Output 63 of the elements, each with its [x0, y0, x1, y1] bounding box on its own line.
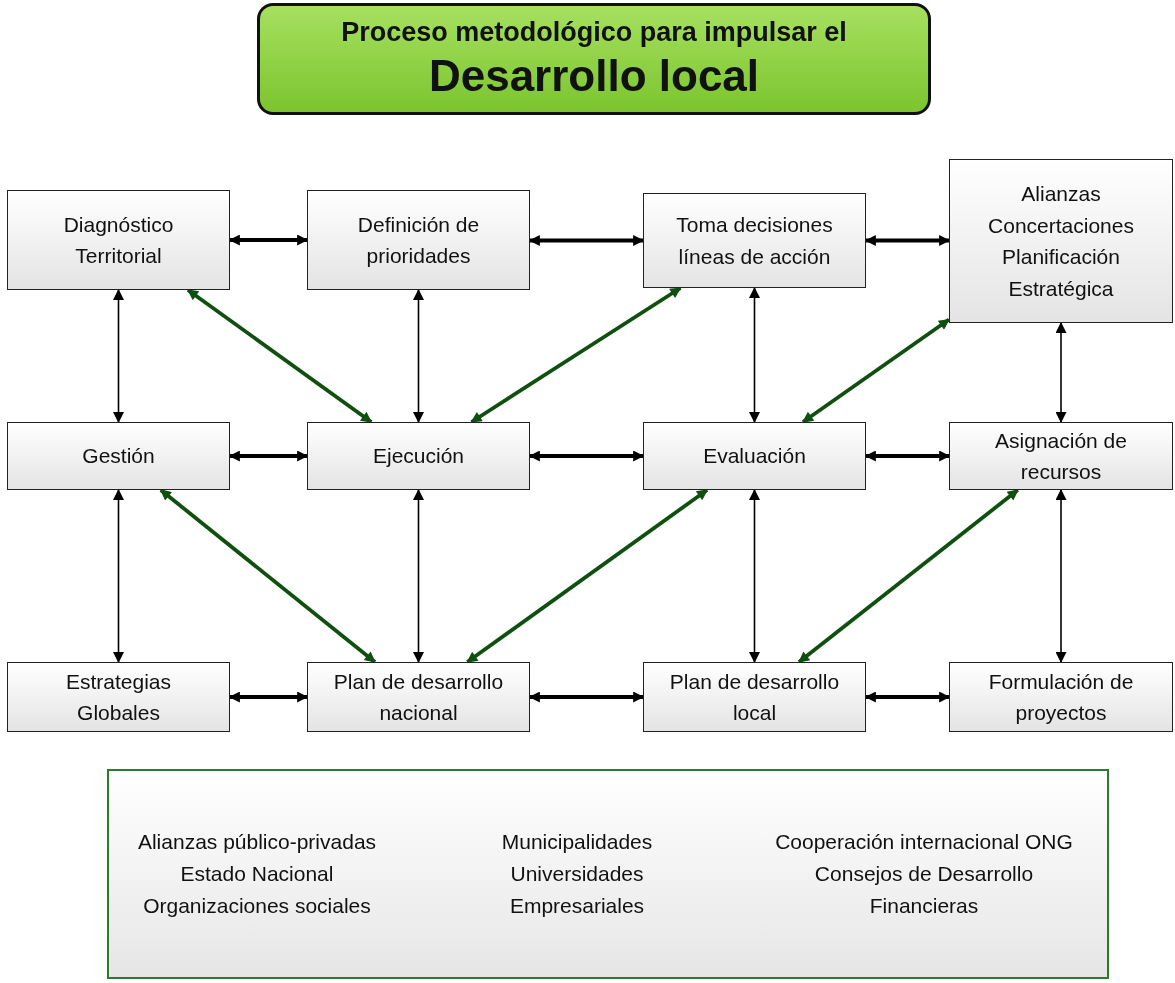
double-arrow	[864, 450, 951, 462]
double-arrow	[228, 234, 309, 246]
process-box	[7, 190, 230, 290]
box-label: Definición de prioridades	[356, 211, 481, 269]
box-label: Asignación de recursos	[994, 427, 1128, 485]
process-box	[643, 193, 866, 288]
double-arrow	[528, 450, 645, 462]
actor-label: Organizaciones sociales	[143, 893, 371, 919]
double-arrow	[864, 691, 951, 703]
box-label: Gestión	[82, 443, 155, 470]
process-box	[307, 190, 530, 290]
double-arrow	[797, 488, 1019, 664]
box-label: Estratégica	[1008, 275, 1114, 302]
double-arrow	[1055, 321, 1067, 424]
title-text: Proceso metodológico para impulsar el	[341, 16, 847, 50]
double-arrow	[470, 286, 682, 424]
double-arrow	[159, 488, 377, 664]
process-box	[307, 422, 530, 490]
box-label: Plan de desarrollo local	[668, 668, 841, 726]
process-box	[949, 662, 1173, 732]
double-arrow	[466, 488, 709, 664]
double-arrow	[528, 691, 645, 703]
box-label: Concertaciones	[988, 212, 1134, 239]
actor-label: Empresariales	[509, 893, 645, 919]
process-box	[643, 422, 866, 490]
double-arrow	[528, 235, 645, 246]
box-label: Planificación	[1002, 244, 1120, 270]
box-label: Toma decisiones líneas de acción	[675, 212, 834, 270]
double-arrow	[413, 288, 424, 424]
double-arrow	[113, 488, 124, 664]
actor-label: Universidades	[510, 861, 644, 887]
title-heading: Desarrollo local	[428, 50, 760, 103]
process-box	[307, 662, 530, 732]
actor-label: Estado Nacional	[180, 861, 334, 887]
box-label: Evaluación	[703, 443, 806, 470]
process-box	[7, 422, 230, 490]
double-arrow	[228, 450, 309, 462]
double-arrow	[1055, 488, 1067, 664]
double-arrow	[186, 288, 373, 424]
double-arrow	[228, 691, 309, 703]
double-arrow	[749, 286, 760, 424]
actor-label: Cooperación internacional ONG	[775, 829, 1073, 855]
double-arrow	[113, 288, 124, 424]
process-box	[643, 662, 866, 732]
box-label: Formulación de proyectos	[987, 668, 1135, 726]
box-label: Estrategias Globales	[64, 668, 173, 726]
process-box	[7, 662, 230, 732]
double-arrow	[413, 488, 424, 664]
actor-label: Alianzas público-privadas	[137, 829, 377, 855]
double-arrow	[801, 318, 951, 424]
title-banner	[257, 3, 931, 115]
process-box	[949, 422, 1173, 490]
box-label: Plan de desarrollo nacional	[332, 668, 505, 726]
process-box	[949, 159, 1173, 323]
actor-label: Consejos de Desarrollo	[814, 861, 1034, 887]
double-arrow	[864, 235, 951, 246]
box-label: Alianzas	[1021, 181, 1101, 207]
box-label: Ejecución	[372, 443, 465, 470]
actor-label: Municipalidades	[501, 829, 653, 855]
actors-panel	[107, 769, 1109, 979]
box-label: Diagnóstico Territorial	[62, 211, 175, 269]
actor-label: Financieras	[869, 893, 979, 919]
double-arrow	[749, 488, 760, 664]
